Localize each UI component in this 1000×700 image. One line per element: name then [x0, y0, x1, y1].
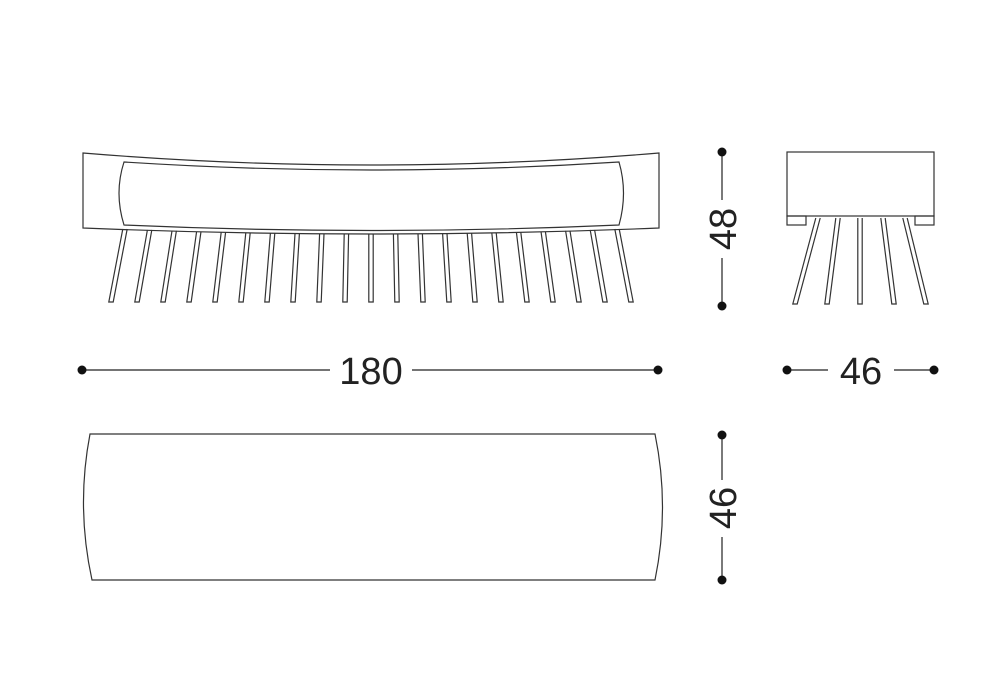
front-bristles [108, 228, 634, 303]
bristle [316, 233, 325, 303]
dimension-length-label: 180 [339, 351, 402, 393]
front-body-outline [82, 152, 660, 235]
bristle [134, 229, 153, 303]
bristle [108, 228, 128, 303]
side-bristles [792, 217, 929, 305]
side-foot-right [914, 215, 935, 226]
dimension-height: 48 [703, 147, 745, 311]
bristle [466, 233, 478, 303]
dimension-depth-label: 46 [840, 351, 882, 393]
bristle [565, 230, 582, 303]
front-inner-panel [118, 161, 625, 232]
bristle [491, 232, 504, 303]
side-body [786, 151, 935, 217]
bristle [342, 233, 350, 303]
bristle [540, 231, 556, 303]
dimension-height-label: 48 [703, 208, 745, 250]
bristle [417, 233, 426, 303]
bristle [160, 230, 177, 303]
top-view-outline [82, 433, 664, 581]
bristle [824, 217, 841, 305]
bristle [792, 217, 821, 305]
bristle [515, 232, 530, 303]
bristle [589, 229, 608, 303]
bristle [857, 218, 863, 305]
bristle [902, 217, 929, 305]
side-view [786, 151, 935, 305]
bristle [392, 233, 400, 303]
dimension-top-depth: 46 [703, 430, 745, 585]
front-view [82, 152, 660, 303]
top-view [82, 433, 664, 581]
dimension-top-depth-label: 46 [703, 487, 745, 529]
bristle [368, 234, 374, 303]
bristle [212, 232, 227, 303]
side-foot-left [786, 215, 807, 226]
bristle [238, 232, 251, 303]
bristle [264, 233, 276, 303]
dimension-length: 180 [77, 351, 663, 393]
bristle [442, 233, 452, 303]
bristle [290, 233, 300, 303]
bristle [880, 217, 897, 305]
dimension-depth-side: 46 [782, 351, 939, 393]
bristle [186, 231, 202, 303]
bristle [614, 228, 634, 303]
